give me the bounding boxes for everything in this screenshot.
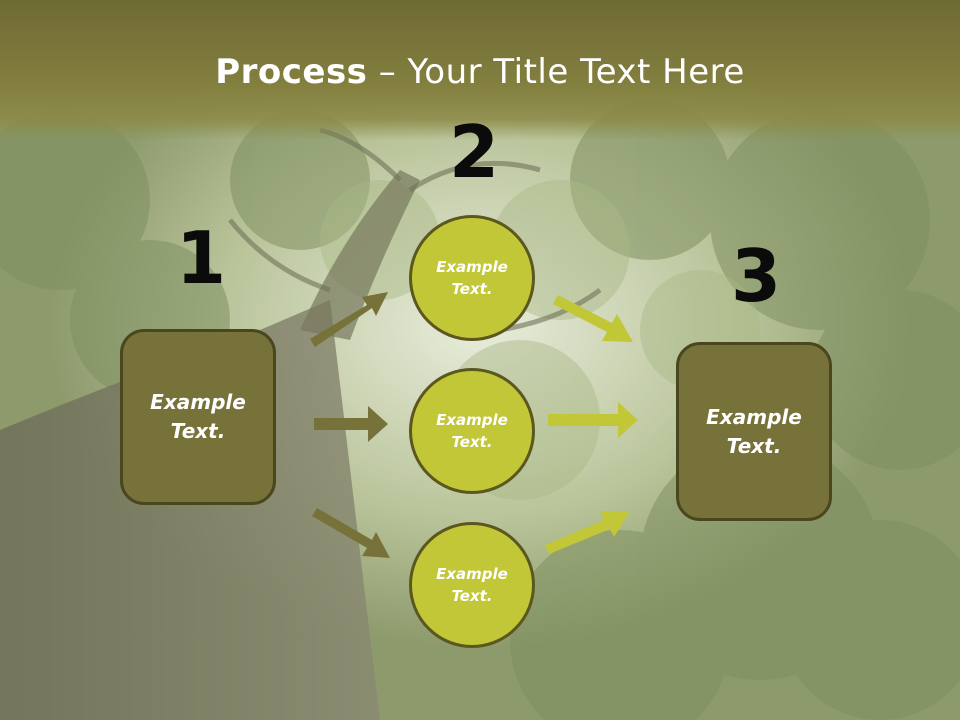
title-bold: Process — [215, 52, 368, 92]
arrow-1-to-circle-bottom — [312, 508, 390, 558]
circle-bottom: Example Text. — [409, 522, 535, 648]
circle-top: Example Text. — [409, 215, 535, 341]
arrow-circle-top-to-3 — [553, 295, 633, 342]
arrow-1-to-circle-top — [310, 292, 388, 347]
slide-title: Process – Your Title Text Here — [0, 52, 960, 92]
title-rest: – Your Title Text Here — [367, 52, 745, 92]
step-number-3: 3 — [731, 234, 782, 318]
arrow-circle-bottom-to-3 — [545, 511, 630, 554]
step-1-box: Example Text. — [120, 329, 276, 505]
circle-top-label: Example Text. — [436, 257, 508, 299]
header-band — [0, 0, 960, 140]
circle-bottom-label: Example Text. — [436, 564, 508, 606]
step-number-1: 1 — [176, 216, 227, 300]
step-3-label: Example Text. — [706, 404, 802, 458]
step-3-box: Example Text. — [676, 342, 832, 521]
circle-middle: Example Text. — [409, 368, 535, 494]
arrow-1-to-circle-middle — [314, 406, 388, 442]
step-1-label: Example Text. — [150, 390, 246, 443]
step-number-2: 2 — [449, 110, 500, 194]
arrow-circle-middle-to-3 — [548, 402, 638, 438]
circle-middle-label: Example Text. — [436, 410, 508, 452]
